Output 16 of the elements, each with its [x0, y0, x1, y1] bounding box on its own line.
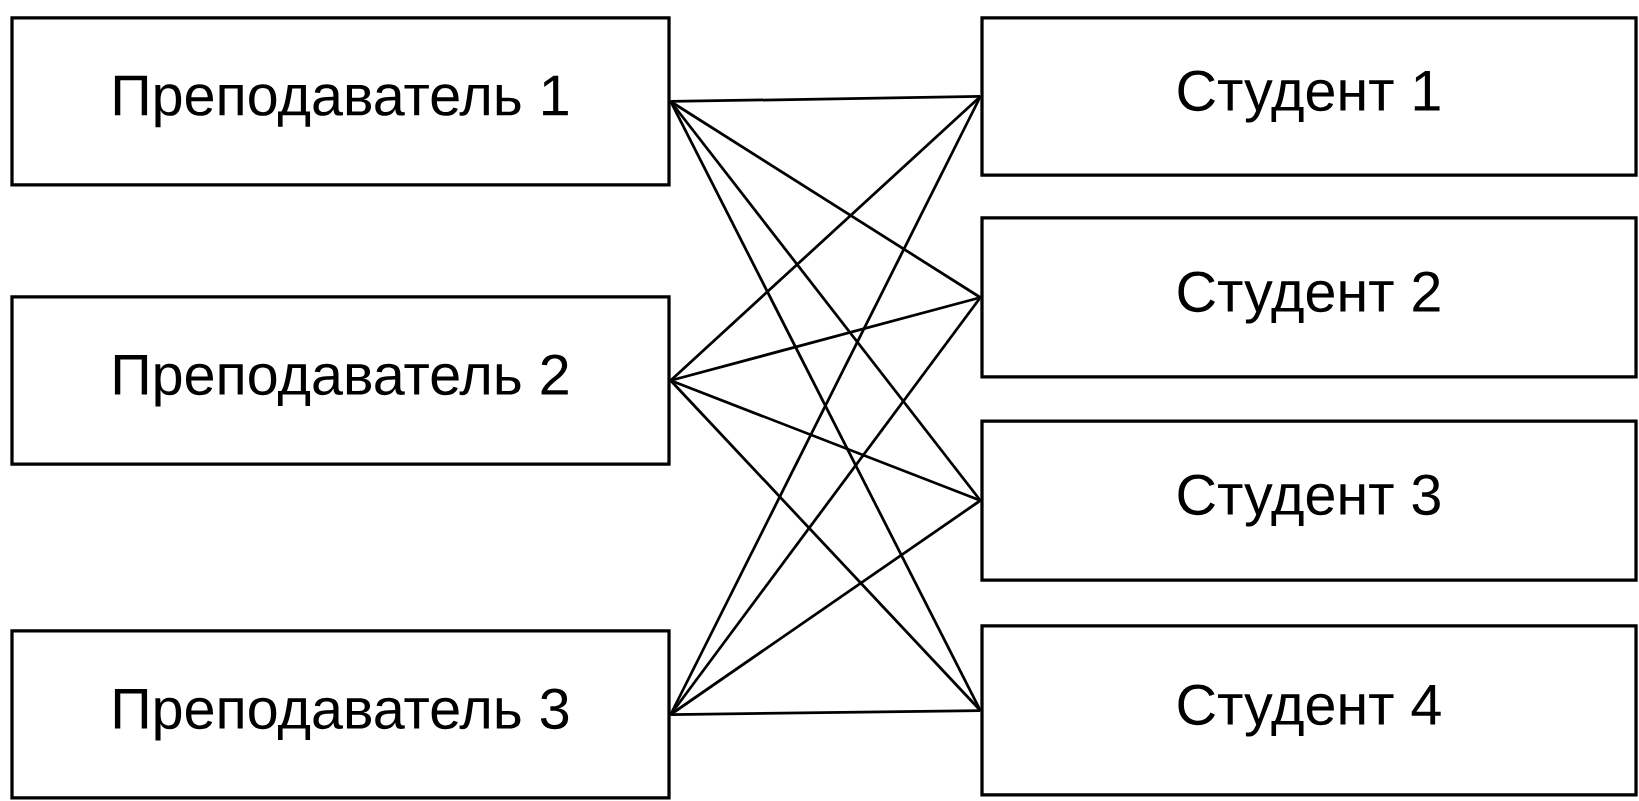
connector-line: [670, 379, 981, 502]
connector-line: [669, 95, 982, 382]
student-box: Студент 2: [980, 216, 1638, 379]
student-box: Студент 3: [980, 419, 1638, 582]
student-box: Студент 4: [980, 624, 1638, 797]
teacher-box: Преподаватель 1: [10, 16, 671, 187]
connector-line: [669, 100, 982, 299]
teacher-box: Преподаватель 2: [10, 295, 671, 466]
connector-line: [670, 296, 981, 382]
connector-line: [670, 95, 981, 103]
connector-line: [670, 709, 981, 716]
connector-line: [669, 296, 982, 716]
connector-line: [669, 379, 982, 712]
student-box: Студент 1: [980, 16, 1638, 177]
connector-line: [669, 499, 982, 716]
teacher-box: Преподаватель 3: [10, 629, 671, 800]
